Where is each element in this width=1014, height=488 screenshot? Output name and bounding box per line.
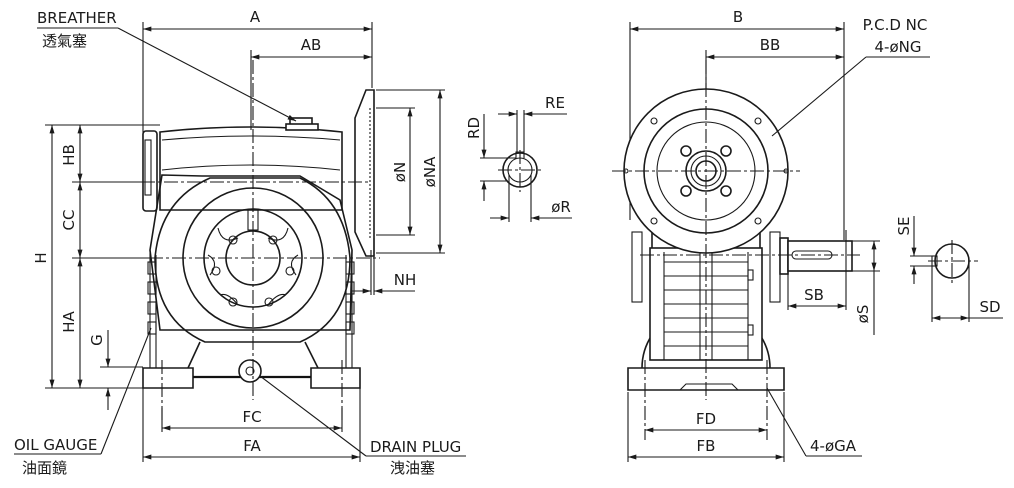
output-flange — [354, 89, 375, 257]
dim-label-rd: RD — [465, 117, 483, 139]
oil-gauge-label-zh: 油面鏡 — [22, 459, 67, 477]
pcd-label: P.C.D NC — [863, 16, 928, 34]
housing-top — [159, 126, 343, 211]
dim-label-re: RE — [545, 94, 565, 112]
dim-label-bb: BB — [760, 36, 781, 54]
dim-label-se: SE — [895, 217, 913, 236]
dim-label-a: A — [250, 8, 261, 26]
dim-label-fa: FA — [243, 437, 261, 455]
dim-label-ab: AB — [301, 36, 322, 54]
breather-label-zh: 透氣塞 — [42, 32, 87, 50]
worm-end-cover — [142, 130, 158, 212]
drain-plug-label-zh: 洩油塞 — [390, 459, 435, 477]
side-fins — [147, 261, 355, 335]
pcd-holes-label: 4-øNG — [875, 38, 922, 56]
dim-label-na: øNA — [421, 156, 439, 187]
oil-gauge-label: OIL GAUGE — [14, 436, 97, 454]
dim-label-fb: FB — [697, 437, 716, 455]
front-view: A AB — [32, 8, 445, 462]
dim-label-h: H — [32, 252, 50, 263]
dim-label-fd: FD — [696, 410, 716, 428]
side-view: B BB — [612, 8, 880, 462]
callout-foot-holes: 4-øGA — [766, 387, 862, 457]
dim-label-b: B — [733, 8, 743, 26]
callout-pcd: P.C.D NC 4-øNG — [771, 16, 930, 137]
dim-label-hb: HB — [60, 144, 78, 166]
dim-label-nh: NH — [394, 271, 417, 289]
callout-drain-plug: DRAIN PLUG 洩油塞 — [259, 375, 466, 477]
callout-breather: BREATHER 透氣塞 — [37, 9, 297, 122]
output-shaft-section: RE RD øR — [465, 94, 572, 222]
dim-label-ha: HA — [60, 310, 78, 332]
dim-label-fc: FC — [242, 408, 261, 426]
dim-label-sd: SD — [979, 298, 1000, 316]
drain-plug — [238, 359, 262, 383]
input-shaft — [787, 240, 853, 272]
dim-label-s: øS — [854, 305, 872, 324]
flange-bolt-holes — [623, 117, 789, 225]
breather-label: BREATHER — [37, 9, 117, 27]
input-shaft-section: SE SD — [895, 216, 1003, 322]
dim-label-cc: CC — [60, 210, 78, 231]
output-flange-holes — [211, 235, 295, 307]
foot-right — [310, 367, 361, 389]
callout-oil-gauge: OIL GAUGE 油面鏡 — [14, 327, 152, 477]
foot-holes-label: 4-øGA — [810, 437, 857, 455]
foot-left — [142, 367, 194, 389]
dim-label-n: øN — [391, 162, 409, 182]
dim-label-r: øR — [551, 198, 571, 216]
drain-plug-label: DRAIN PLUG — [370, 438, 461, 456]
dim-label-sb: SB — [804, 286, 824, 304]
dim-label-g: G — [88, 334, 106, 346]
